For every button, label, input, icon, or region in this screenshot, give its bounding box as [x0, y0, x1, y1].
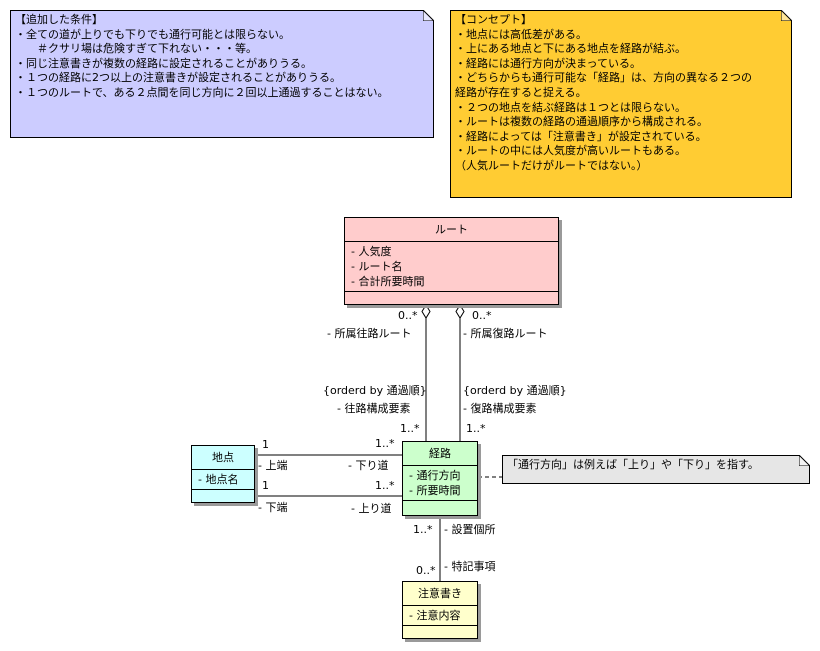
note-line: ・どちらからも通行可能な「経路」は、方向の異なる２つの: [455, 71, 752, 85]
class-attribute: - 人気度: [351, 245, 392, 258]
note-fold-icon: [781, 10, 792, 21]
multiplicity-label: 1..*: [375, 479, 395, 492]
class-attribute: - ルート名: [351, 260, 403, 273]
role-label: - 所属復路ルート: [463, 327, 548, 340]
note-line: 経路が存在すると捉える。: [455, 85, 587, 99]
note-fold-icon: [423, 10, 434, 21]
class-name: 経路: [403, 442, 477, 466]
class-name: ルート: [345, 218, 558, 242]
note-line: ＃クサリ場は危険すぎて下れない・・・等。: [15, 42, 257, 56]
class-route: ルート - 人気度 - ルート名 - 合計所要時間: [344, 217, 559, 305]
role-label: - 下端: [258, 501, 288, 514]
class-point: 地点 - 地点名: [191, 445, 255, 503]
multiplicity-label: 1..*: [413, 523, 433, 536]
class-caution: 注意書き - 注意内容: [402, 581, 478, 639]
multiplicity-label: 1: [262, 479, 269, 492]
note-line: ・１つの経路に2つ以上の注意書きが設定されることがありうる。: [15, 71, 341, 85]
note-additional-conditions: 【追加した条件】・全ての道が上りでも下りでも通行可能とは限らない。 ＃クサリ場は…: [10, 10, 434, 138]
note-line: ・ルートは複数の経路の通過順序から構成される。: [455, 115, 708, 129]
note-line: ・経路によっては「注意書き」が設定されている。: [455, 129, 707, 143]
class-attribute: - 所要時間: [409, 484, 461, 497]
constraint-label: {orderd by 通過順}: [323, 384, 427, 397]
class-attribute: - 注意内容: [409, 609, 461, 622]
role-label: - 下り道: [348, 459, 389, 472]
note-line: ・上にある地点と下にある地点を経路が結ぶ。: [455, 42, 686, 56]
multiplicity-label: 0..*: [416, 564, 436, 577]
multiplicity-label: 1..*: [400, 422, 420, 435]
aggregation-diamond-icon: [421, 304, 431, 319]
note-line: ・１つのルートで、ある２点間を同じ方向に２回以上通過することはない。: [15, 85, 389, 99]
note-fold-icon: [799, 455, 810, 466]
note-line: ・全ての道が上りでも下りでも通行可能とは限らない。: [15, 27, 290, 41]
note-line: ・地点には高低差がある。: [455, 27, 587, 41]
class-attributes: - 人気度 - ルート名 - 合計所要時間: [345, 242, 558, 292]
role-label: - 設置個所: [444, 523, 496, 536]
role-label: - 特記事項: [444, 560, 496, 573]
note-concept: 【コンセプト】・地点には高低差がある。・上にある地点と下にある地点を経路が結ぶ。…: [450, 10, 792, 198]
note-line: ・同じ注意書きが複数の経路に設定されることがありうる。: [15, 56, 312, 70]
class-name: 地点: [192, 446, 254, 470]
note-line: ・ルートの中には人気度が高いルートもある。: [455, 144, 686, 158]
class-attributes: - 地点名: [192, 470, 254, 490]
note-line: ・２つの地点を結ぶ経路は１つとは限らない。: [455, 100, 686, 114]
multiplicity-label: 1..*: [466, 422, 486, 435]
note-direction: 「通行方向」は例えば「上り」や「下り」を指す。: [502, 455, 810, 484]
class-attribute: - 通行方向: [409, 469, 461, 482]
multiplicity-label: 1..*: [375, 437, 395, 450]
class-attribute: - 地点名: [198, 473, 239, 486]
note-line: 【追加した条件】: [15, 13, 103, 26]
note-line: 「通行方向」は例えば「上り」や「下り」を指す。: [507, 458, 759, 471]
role-label: - 上り道: [351, 502, 392, 515]
note-line: （人気ルートだけがルートではない。）: [455, 158, 648, 172]
multiplicity-label: 0..*: [472, 309, 492, 322]
role-label: - 上端: [258, 459, 288, 472]
class-attribute: - 合計所要時間: [351, 275, 425, 288]
role-label: - 所属往路ルート: [327, 327, 412, 340]
class-attributes: - 通行方向 - 所要時間: [403, 466, 477, 501]
multiplicity-label: 0..*: [398, 309, 418, 322]
class-path: 経路 - 通行方向 - 所要時間: [402, 441, 478, 516]
class-name: 注意書き: [403, 582, 477, 606]
class-attributes: - 注意内容: [403, 606, 477, 626]
role-label: - 往路構成要素: [337, 402, 411, 415]
role-label: - 復路構成要素: [463, 402, 537, 415]
multiplicity-label: 1: [262, 438, 269, 451]
note-line: ・経路には通行方向が決まっている。: [455, 56, 642, 70]
constraint-label: {orderd by 通過順}: [463, 384, 567, 397]
aggregation-diamond-icon: [455, 304, 465, 319]
note-line: 【コンセプト】: [455, 13, 532, 26]
